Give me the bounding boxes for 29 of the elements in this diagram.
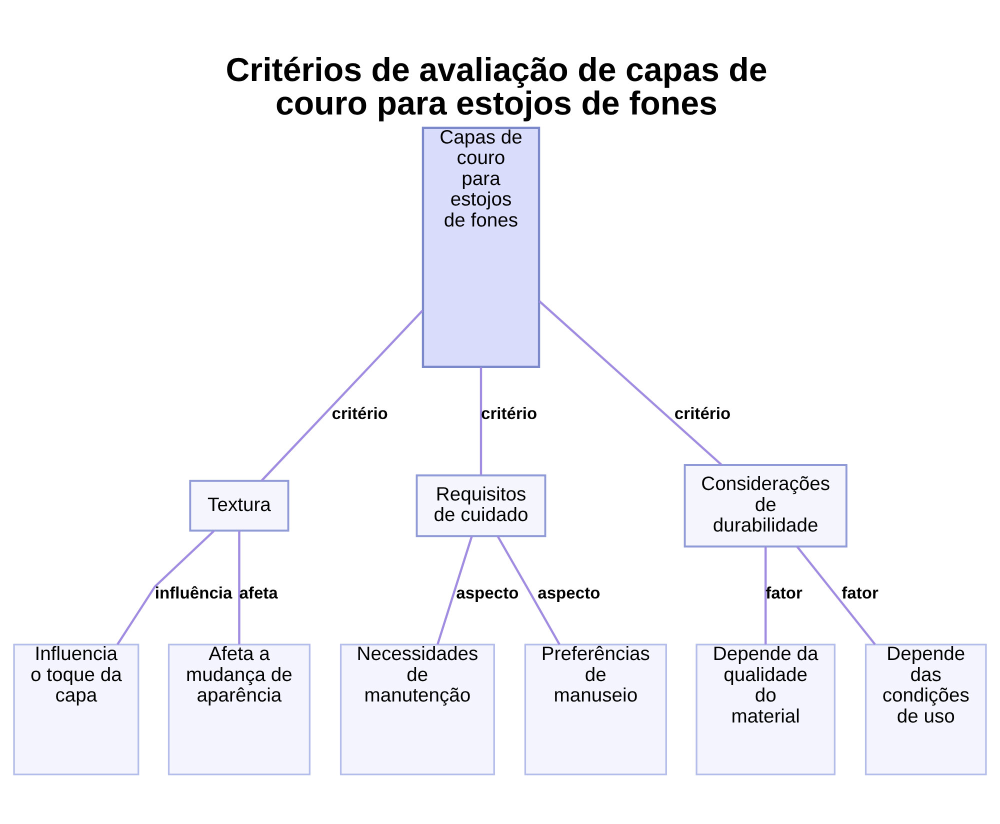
diagram-title: Critérios de avaliação de capas de couro para estojos de fones — [226, 52, 768, 122]
connector — [496, 535, 560, 645]
connector — [764, 546, 767, 644]
node-box: Afeta a mudança de aparência — [168, 643, 311, 775]
node-box: Influencia o toque da capa — [13, 643, 140, 775]
node-box: Depende da qualidade do material — [696, 643, 836, 775]
node-box: Textura — [189, 479, 290, 532]
connector — [436, 536, 473, 644]
connector — [116, 530, 215, 645]
node-box: Depende das condições de uso — [864, 643, 987, 775]
edge-label: fator — [842, 582, 878, 602]
edge-label: aspecto — [456, 582, 519, 602]
node-box: Preferências de manuseio — [524, 643, 667, 775]
edge-label: fator — [766, 582, 802, 602]
edge-label: critério — [481, 403, 538, 422]
connector — [238, 530, 240, 644]
connector — [480, 366, 482, 475]
edge-label: critério — [674, 403, 731, 422]
node-box: Considerações de durabilidade — [684, 464, 848, 547]
edge-label: critério — [332, 403, 388, 422]
connector — [796, 546, 876, 645]
node-box: Necessidades de manutenção — [340, 643, 495, 775]
connector — [538, 300, 722, 465]
edge-label: influência — [154, 582, 232, 602]
node-box: Capas de couro para estojos de fones — [422, 126, 540, 368]
edge-label: aspecto — [538, 582, 600, 602]
edge-label: afeta — [239, 582, 278, 602]
node-box: Requisitos de cuidado — [416, 474, 546, 537]
connector — [260, 309, 424, 481]
